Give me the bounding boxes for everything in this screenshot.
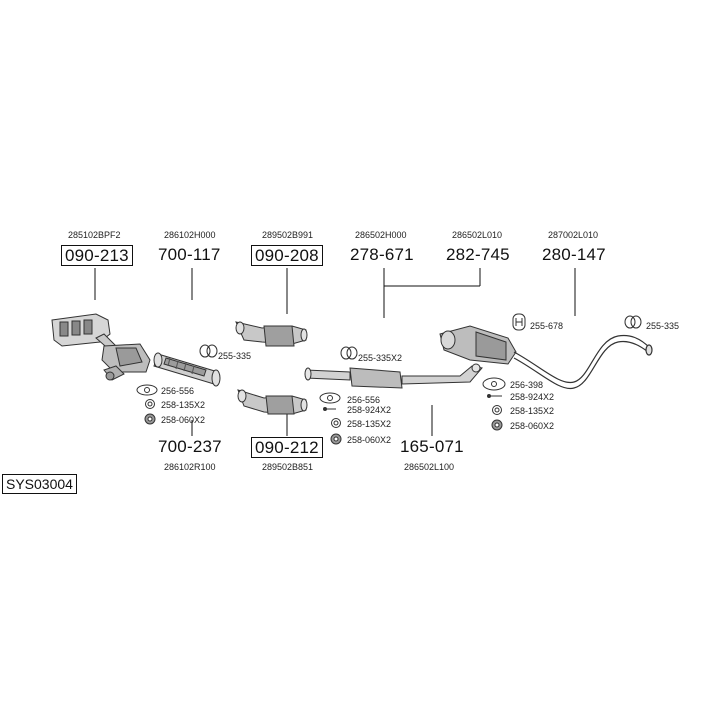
oem-code-289502B991: 289502B991: [262, 230, 314, 240]
gasket-256-398-icon: [482, 377, 506, 391]
flex-pipe-700-117: [153, 352, 221, 387]
tailpipe-280-147: [513, 334, 653, 390]
hanger-255-335x2-icon: [340, 346, 358, 360]
oem-code-286102H000: 286102H000: [164, 230, 216, 240]
fitting-label-256-556-mid: 256-556: [347, 395, 381, 405]
nut-258-060x2-icon: [144, 413, 156, 425]
oem-code-286102R100: 286102R100: [164, 462, 216, 472]
part-number-700-237[interactable]: 700-237: [158, 437, 222, 456]
fitting-label-256-398: 256-398: [510, 380, 544, 390]
hanger-255-335-rear-icon: [624, 315, 642, 329]
oem-code-287002L010: 287002L010: [548, 230, 599, 240]
bolt-258-924x2-rear-icon: [487, 394, 502, 398]
clamp-ring-258-135x2-rear-icon: [492, 405, 502, 415]
part-number-090-213[interactable]: 090-213: [61, 245, 133, 266]
fitting-label-258-924x2: 258-924X2: [347, 405, 392, 415]
fitting-label-255-335: 255-335: [218, 351, 252, 361]
gasket-256-556-icon: [136, 384, 158, 396]
fitting-label-258-060x2-mid: 258-060X2: [347, 435, 392, 445]
clamp-ring-258-135x2-mid-icon: [331, 418, 341, 428]
hanger-255-678-icon: [512, 313, 526, 331]
oem-code-285102BPF2: 285102BPF2: [68, 230, 121, 240]
fitting-label-255-335-rear: 255-335: [646, 321, 680, 331]
fitting-label-255-335x2: 255-335X2: [358, 353, 403, 363]
part-number-282-745[interactable]: 282-745: [446, 245, 510, 264]
center-pipe-165-071: [304, 363, 483, 389]
part-number-280-147[interactable]: 280-147: [542, 245, 606, 264]
oem-code-286502H000: 286502H000: [355, 230, 407, 240]
fitting-label-258-060x2: 258-060X2: [161, 415, 206, 425]
part-number-700-117[interactable]: 700-117: [158, 245, 221, 264]
oem-code-286502L010: 286502L010: [452, 230, 503, 240]
fitting-label-256-556: 256-556: [161, 386, 195, 396]
part-number-090-212[interactable]: 090-212: [251, 437, 323, 458]
gasket-256-556-mid-icon: [319, 392, 341, 404]
oem-code-286502L100: 286502L100: [404, 462, 455, 472]
catalyst-090-208: [235, 321, 308, 347]
catalyst-090-212: [237, 389, 308, 415]
part-number-165-071[interactable]: 165-071: [400, 437, 464, 456]
rear-muffler-282-745: [439, 325, 517, 365]
fitting-label-258-135x2-mid: 258-135X2: [347, 419, 392, 429]
system-code-label: SYS03004: [2, 474, 77, 494]
fitting-label-258-060x2-rear: 258-060X2: [510, 421, 555, 431]
oem-code-289502B851: 289502B851: [262, 462, 314, 472]
clamp-ring-258-135x2-icon: [145, 399, 155, 409]
part-number-090-208[interactable]: 090-208: [251, 245, 323, 266]
fitting-label-255-678: 255-678: [530, 321, 564, 331]
bolt-258-924x2-icon: [323, 407, 336, 411]
fitting-label-258-135x2: 258-135X2: [161, 400, 206, 410]
nut-258-060x2-mid-icon: [330, 433, 342, 445]
fitting-label-258-924x2-rear: 258-924X2: [510, 392, 555, 402]
hanger-255-335-icon: [199, 344, 218, 358]
part-number-278-671[interactable]: 278-671: [350, 245, 414, 264]
nut-258-060x2-rear-icon: [491, 419, 503, 431]
fitting-label-258-135x2-rear: 258-135X2: [510, 406, 555, 416]
manifold-catalyst-090-213: [51, 313, 151, 381]
